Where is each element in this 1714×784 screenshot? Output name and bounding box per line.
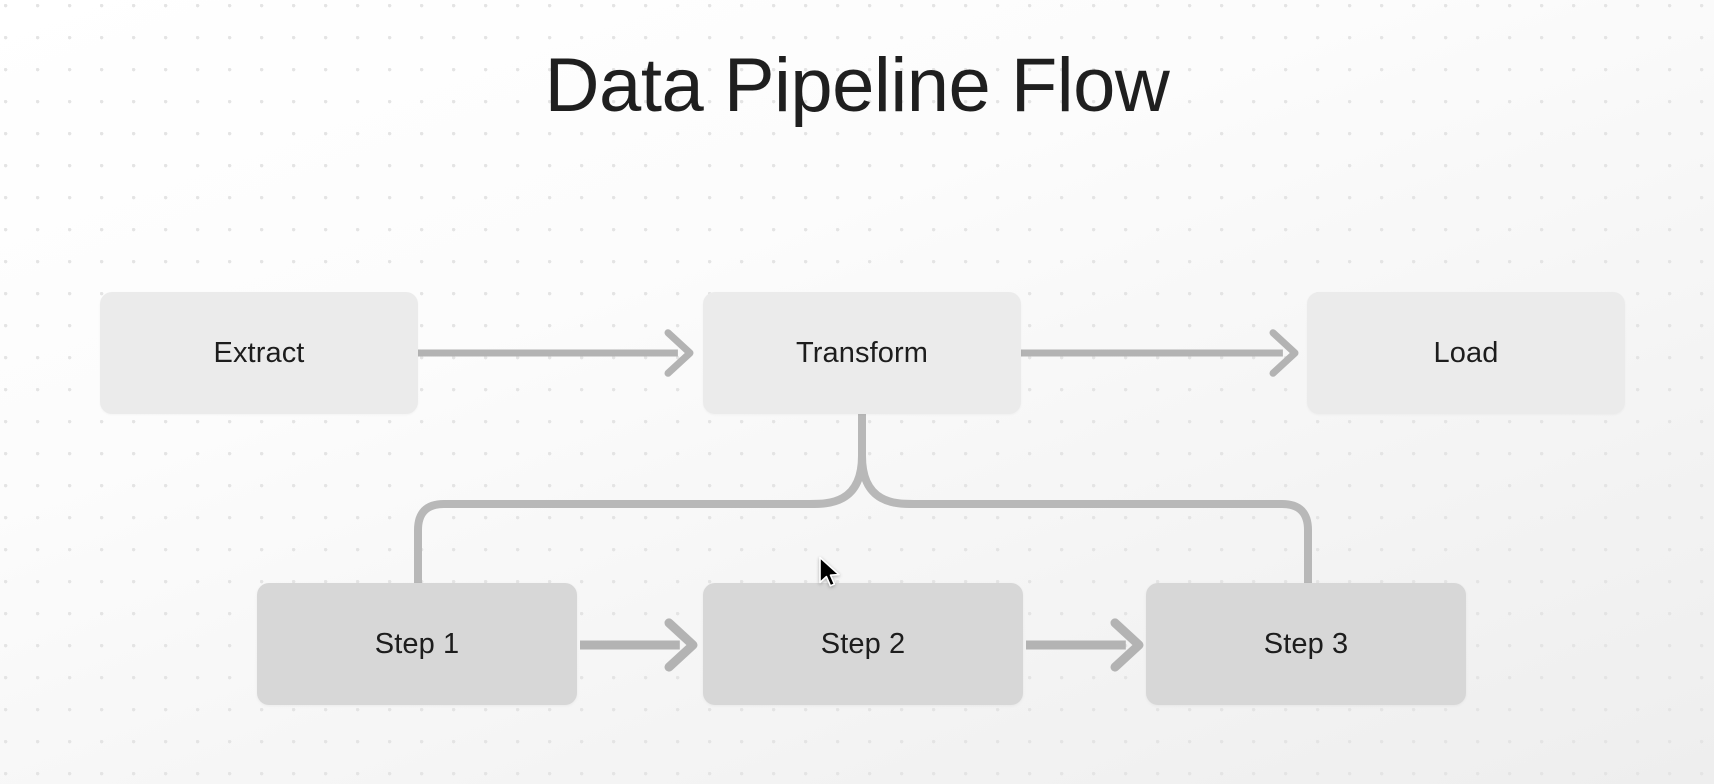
node-extract-label: Extract (213, 336, 305, 369)
node-step-2[interactable]: Step 2 (703, 583, 1023, 705)
node-step-1-label: Step 1 (374, 627, 460, 660)
node-load-label: Load (1433, 336, 1499, 369)
branch-right-leg (858, 452, 1312, 587)
node-step-3[interactable]: Step 3 (1146, 583, 1466, 705)
node-transform[interactable]: Transform (703, 292, 1021, 414)
node-step-3-label: Step 3 (1263, 627, 1349, 660)
extract-to-transform-head (664, 329, 694, 377)
node-load[interactable]: Load (1307, 292, 1625, 414)
transform-to-load-head (1269, 329, 1299, 377)
step1-to-step2-head (664, 618, 698, 672)
node-step-2-label: Step 2 (820, 627, 906, 660)
page-title: Data Pipeline Flow (544, 43, 1170, 128)
node-extract[interactable]: Extract (100, 292, 418, 414)
node-transform-label: Transform (796, 336, 928, 369)
node-step-1[interactable]: Step 1 (257, 583, 577, 705)
step2-to-step3-head (1110, 618, 1144, 672)
branch-left-leg (414, 452, 866, 587)
